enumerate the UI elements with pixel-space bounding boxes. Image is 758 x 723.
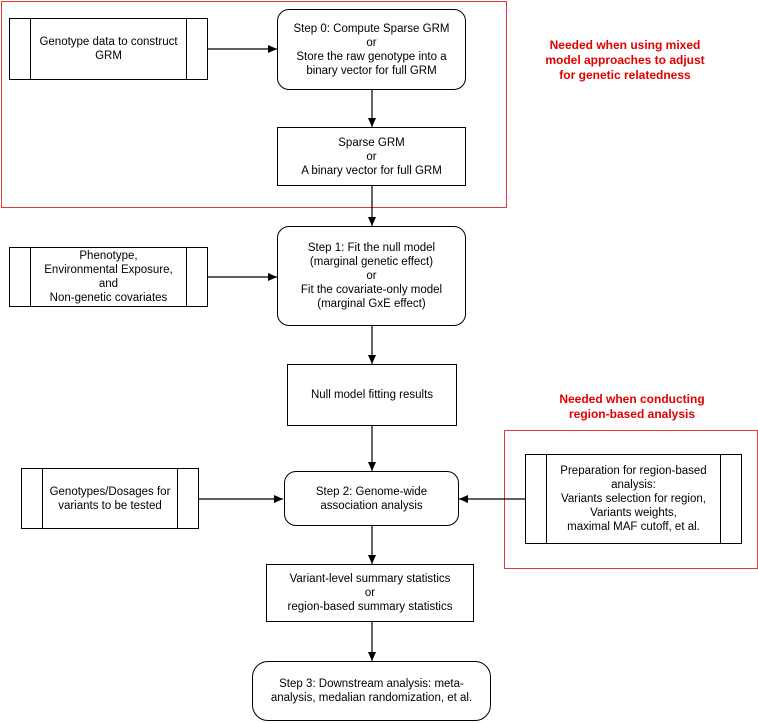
grm-optional-region xyxy=(1,1,507,208)
summary-stats-box: Variant-level summary statistics or regi… xyxy=(266,564,474,622)
process-bar-left xyxy=(9,18,31,80)
region-note: Needed when conducting region-based anal… xyxy=(559,392,705,421)
step0-box: Step 0: Compute Sparse GRM or Store the … xyxy=(277,9,466,90)
step2-box: Step 2: Genome-wide association analysis xyxy=(284,471,459,526)
process-bar-right xyxy=(177,468,199,529)
process-bar-right xyxy=(186,18,208,80)
null-model-results-box: Null model fitting results xyxy=(287,364,457,426)
genotypes-dosages-input: Genotypes/Dosages for variants to be tes… xyxy=(21,468,199,529)
step1-box: Step 1: Fit the null model (marginal gen… xyxy=(277,226,466,326)
grm-note: Needed when using mixed model approaches… xyxy=(545,38,705,82)
process-bar-left xyxy=(21,468,43,529)
genotype-grm-input: Genotype data to construct GRM xyxy=(9,18,208,80)
process-bar-right xyxy=(186,247,208,307)
process-bar-left xyxy=(9,247,31,307)
step3-box: Step 3: Downstream analysis: meta- analy… xyxy=(252,661,491,721)
grm-output-box: Sparse GRM or A binary vector for full G… xyxy=(277,127,466,186)
region-prep-input: Preparation for region-based analysis: V… xyxy=(525,454,742,544)
process-bar-right xyxy=(720,454,742,544)
phenotype-input: Phenotype, Environmental Exposure, and N… xyxy=(9,247,208,307)
process-bar-left xyxy=(525,454,547,544)
